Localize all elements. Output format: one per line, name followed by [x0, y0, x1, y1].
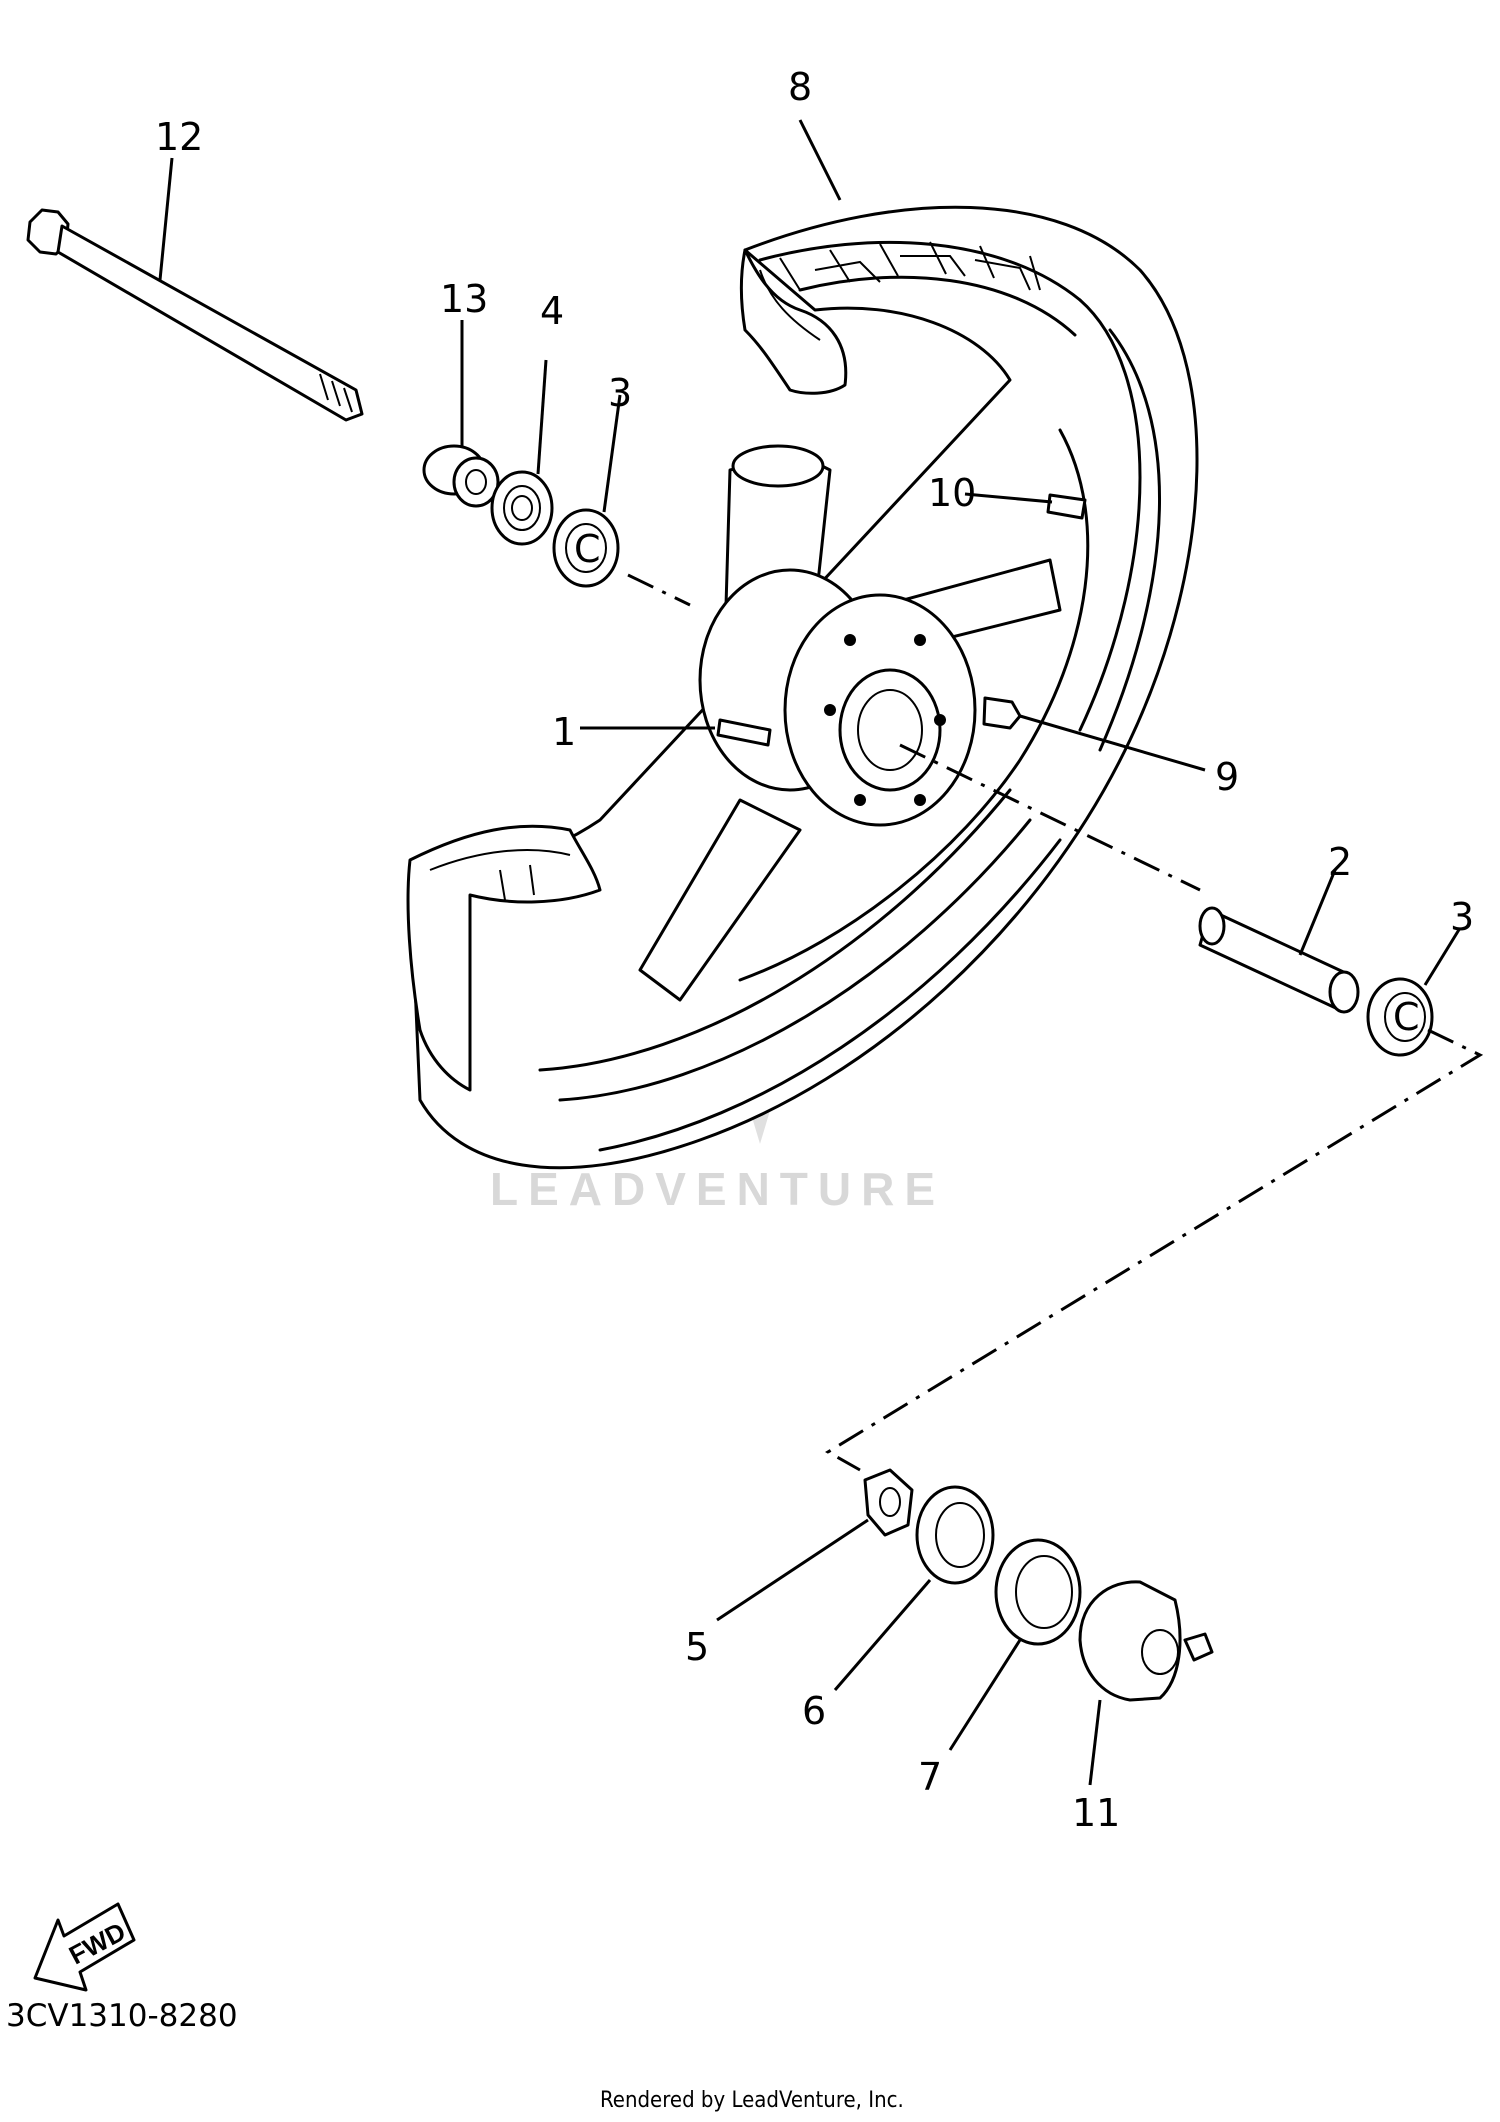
- callout-9: 9: [1215, 755, 1239, 799]
- callout-10: 10: [928, 471, 976, 515]
- fwd-arrow-icon: FWD: [33, 1902, 136, 1992]
- svg-text:C: C: [574, 527, 601, 571]
- part-13-collar: [422, 444, 500, 508]
- part-4-oil-seal: [490, 470, 554, 546]
- diagram-code: 3CV1310-8280: [6, 1998, 238, 2034]
- callout-2: 2: [1328, 840, 1352, 884]
- callout-1: 1: [552, 710, 576, 754]
- callout-7: 7: [918, 1755, 942, 1799]
- callout-3-lower: 3: [1450, 895, 1474, 939]
- callout-8: 8: [788, 65, 812, 109]
- leader-lines: [158, 119, 1462, 1786]
- tire-cutaway-upper: [739, 248, 848, 395]
- watermark-text: LEADVENTURE: [490, 1163, 945, 1215]
- callout-3-upper: 3: [608, 371, 632, 415]
- callout-12: 12: [155, 115, 203, 159]
- part-10-balance-weight: [1046, 493, 1087, 520]
- callout-11: 11: [1072, 1791, 1120, 1835]
- part-9-valve: [982, 696, 1022, 730]
- callout-6: 6: [802, 1689, 826, 1733]
- callout-4: 4: [540, 289, 564, 333]
- callout-5: 5: [685, 1625, 709, 1669]
- part-3-bearing-lower: C: [1366, 977, 1434, 1057]
- part-1-wheel-hub: [638, 428, 1090, 1002]
- part-3-bearing-upper: C: [552, 508, 620, 588]
- part-2-spacer: [1198, 906, 1360, 1014]
- part-11-gear-unit: [1078, 1580, 1214, 1702]
- svg-text:C: C: [1393, 995, 1420, 1039]
- callout-13: 13: [440, 277, 488, 321]
- centerline-upper: [627, 573, 1201, 892]
- part-12-axle: [26, 208, 364, 422]
- part-6-oil-seal: [915, 1485, 995, 1585]
- part-7-bearing: [994, 1538, 1082, 1646]
- part-5-retainer: [863, 1468, 914, 1537]
- rendered-by-credit: Rendered by LeadVenture, Inc.: [600, 2088, 904, 2113]
- centerline-lower: [825, 1028, 1484, 1472]
- tire-cutaway-lower: [406, 824, 602, 1092]
